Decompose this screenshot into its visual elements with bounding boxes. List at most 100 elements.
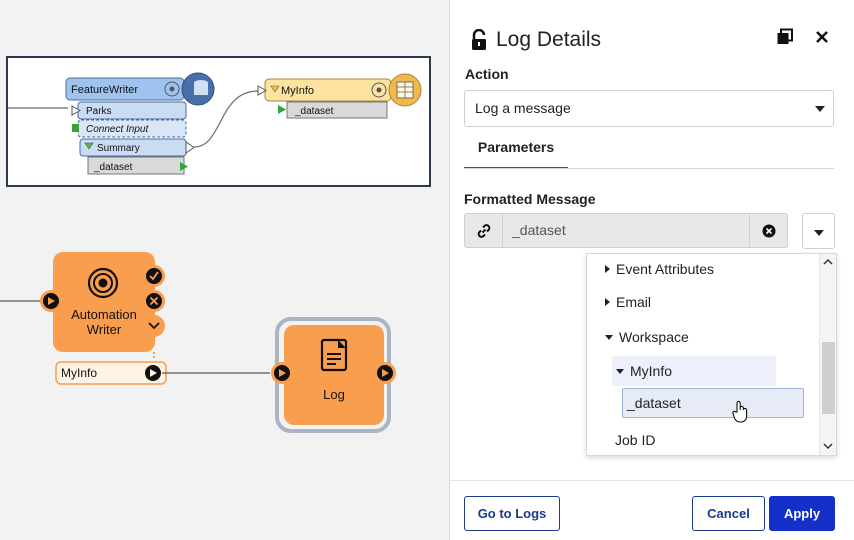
writer-input-port[interactable] xyxy=(43,293,59,309)
chevron-down-icon xyxy=(815,106,825,112)
myinfo-title: MyInfo xyxy=(281,85,314,97)
automation-writer-node[interactable] xyxy=(53,252,155,352)
target-icon xyxy=(87,267,119,299)
port-connect-input-label: Connect Input xyxy=(86,124,149,135)
formatted-message-field[interactable]: _dataset xyxy=(464,213,788,248)
tree-label: _dataset xyxy=(627,395,681,411)
myinfo-gear-center xyxy=(376,87,382,93)
myinfo-port-icon[interactable] xyxy=(145,365,161,381)
failure-port-icon[interactable] xyxy=(146,293,162,309)
caret-right-icon xyxy=(605,298,610,306)
log-input-port[interactable] xyxy=(274,365,290,381)
formatted-message-label: Formatted Message xyxy=(464,191,596,207)
caret-down-icon xyxy=(605,335,613,340)
summary-output-arrow xyxy=(185,141,195,154)
port-connect-input[interactable] xyxy=(77,119,187,138)
workbench-graph: FeatureWriter Parks Connect Input Summar… xyxy=(8,72,422,175)
port-parks-label: Parks xyxy=(86,106,112,117)
panel-header: Log Details xyxy=(470,28,601,52)
tree-item-myinfo[interactable]: MyInfo xyxy=(612,356,776,386)
action-label: Action xyxy=(465,66,509,82)
attribute-tree-dropdown[interactable]: Event Attributes Email Workspace MyInfo … xyxy=(586,253,837,456)
summary-triangle-icon xyxy=(84,142,94,150)
check-icon xyxy=(149,271,159,281)
connect-input-plus-icon xyxy=(72,124,79,132)
tree-label: Email xyxy=(616,294,652,310)
message-dropdown-button[interactable] xyxy=(802,213,835,249)
port-summary-label: Summary xyxy=(97,143,140,154)
success-port-bg xyxy=(143,265,165,287)
tree-item-email[interactable]: Email xyxy=(605,287,651,317)
log-output-port[interactable] xyxy=(377,365,393,381)
tree-item-workspace[interactable]: Workspace xyxy=(605,322,689,352)
formatted-message-value: _dataset xyxy=(512,222,566,238)
log-input-port-arrow xyxy=(279,369,286,377)
attr-output-arrow xyxy=(180,162,188,171)
featurewriter-title: FeatureWriter xyxy=(71,84,138,96)
clear-icon[interactable] xyxy=(749,214,787,247)
popout-icon[interactable] xyxy=(776,28,794,46)
action-select-value: Log a message xyxy=(475,100,571,116)
tree-label: Job ID xyxy=(615,432,656,448)
summary-to-myinfo-connection xyxy=(193,90,259,148)
myinfo-port-arrow xyxy=(150,369,157,377)
writer-input-port-arrow xyxy=(48,297,55,305)
writer-input-port-bg xyxy=(40,290,62,312)
log-input-port-bg xyxy=(271,362,293,384)
x-icon-line-2 xyxy=(149,296,159,306)
apply-button[interactable]: Apply xyxy=(769,496,835,531)
gear-icon-center xyxy=(169,86,175,92)
log-output-port-arrow xyxy=(382,369,389,377)
gear-icon[interactable] xyxy=(164,81,180,97)
cancel-button[interactable]: Cancel xyxy=(692,496,765,531)
input-port-arrow xyxy=(71,105,82,116)
tree-item-event-attributes[interactable]: Event Attributes xyxy=(605,254,714,284)
log-node[interactable] xyxy=(284,325,384,425)
log-node-label: Log xyxy=(323,387,345,402)
go-to-logs-button[interactable]: Go to Logs xyxy=(464,496,560,531)
writer-output-port-label: MyInfo xyxy=(61,366,98,380)
footer-divider xyxy=(450,480,854,481)
myinfo-attr: _dataset xyxy=(294,106,334,117)
database-icon-body xyxy=(194,83,208,95)
summary-attr: _dataset xyxy=(93,162,133,173)
success-port-icon[interactable] xyxy=(146,268,162,284)
close-icon[interactable] xyxy=(813,28,831,46)
tree-scrollbar[interactable] xyxy=(819,254,836,455)
tree-label: MyInfo xyxy=(630,363,673,379)
document-icon-fold xyxy=(338,340,346,348)
log-output-port-bg xyxy=(374,362,396,384)
workbench-preview: FeatureWriter Parks Connect Input Summar… xyxy=(6,56,431,187)
tree-item-dataset[interactable]: _dataset xyxy=(622,388,804,418)
myinfo-attr-row xyxy=(286,101,388,119)
caret-down-icon xyxy=(616,369,624,374)
unlock-icon xyxy=(472,29,486,50)
panel-title: Log Details xyxy=(496,28,602,51)
chevron-down-icon[interactable] xyxy=(148,322,160,330)
log-node-selection xyxy=(275,317,391,433)
workflow-canvas[interactable]: FeatureWriter Parks Connect Input Summar… xyxy=(0,0,449,540)
hand-cursor-icon xyxy=(732,400,748,423)
tab-parameters[interactable]: Parameters xyxy=(464,130,568,169)
tree-item-job-id[interactable]: Job ID xyxy=(615,425,655,455)
scroll-up-icon[interactable] xyxy=(823,258,833,266)
myinfo-gear-icon[interactable] xyxy=(371,82,387,98)
scroll-down-icon[interactable] xyxy=(823,442,833,450)
tree-label: Event Attributes xyxy=(616,261,715,277)
myinfo-attr-arrow xyxy=(278,105,286,114)
scroll-thumb[interactable] xyxy=(822,342,835,414)
chevron-down-icon xyxy=(814,230,824,236)
automation-writer-label: Automation Writer xyxy=(71,307,137,337)
tab-divider xyxy=(464,168,834,169)
tree-label: Workspace xyxy=(619,329,689,345)
myinfo-triangle-icon xyxy=(270,85,280,93)
document-icon xyxy=(320,338,348,372)
action-select[interactable]: Log a message xyxy=(464,90,834,127)
target-icon-dot xyxy=(98,278,108,288)
caret-right-icon xyxy=(605,265,610,273)
myinfo-input-arrow xyxy=(257,85,268,96)
x-icon-line-1 xyxy=(149,296,159,306)
log-details-panel: Log Details Action Log a message Paramet… xyxy=(449,0,854,540)
link-icon[interactable] xyxy=(465,214,503,247)
target-icon-ring xyxy=(93,273,113,293)
